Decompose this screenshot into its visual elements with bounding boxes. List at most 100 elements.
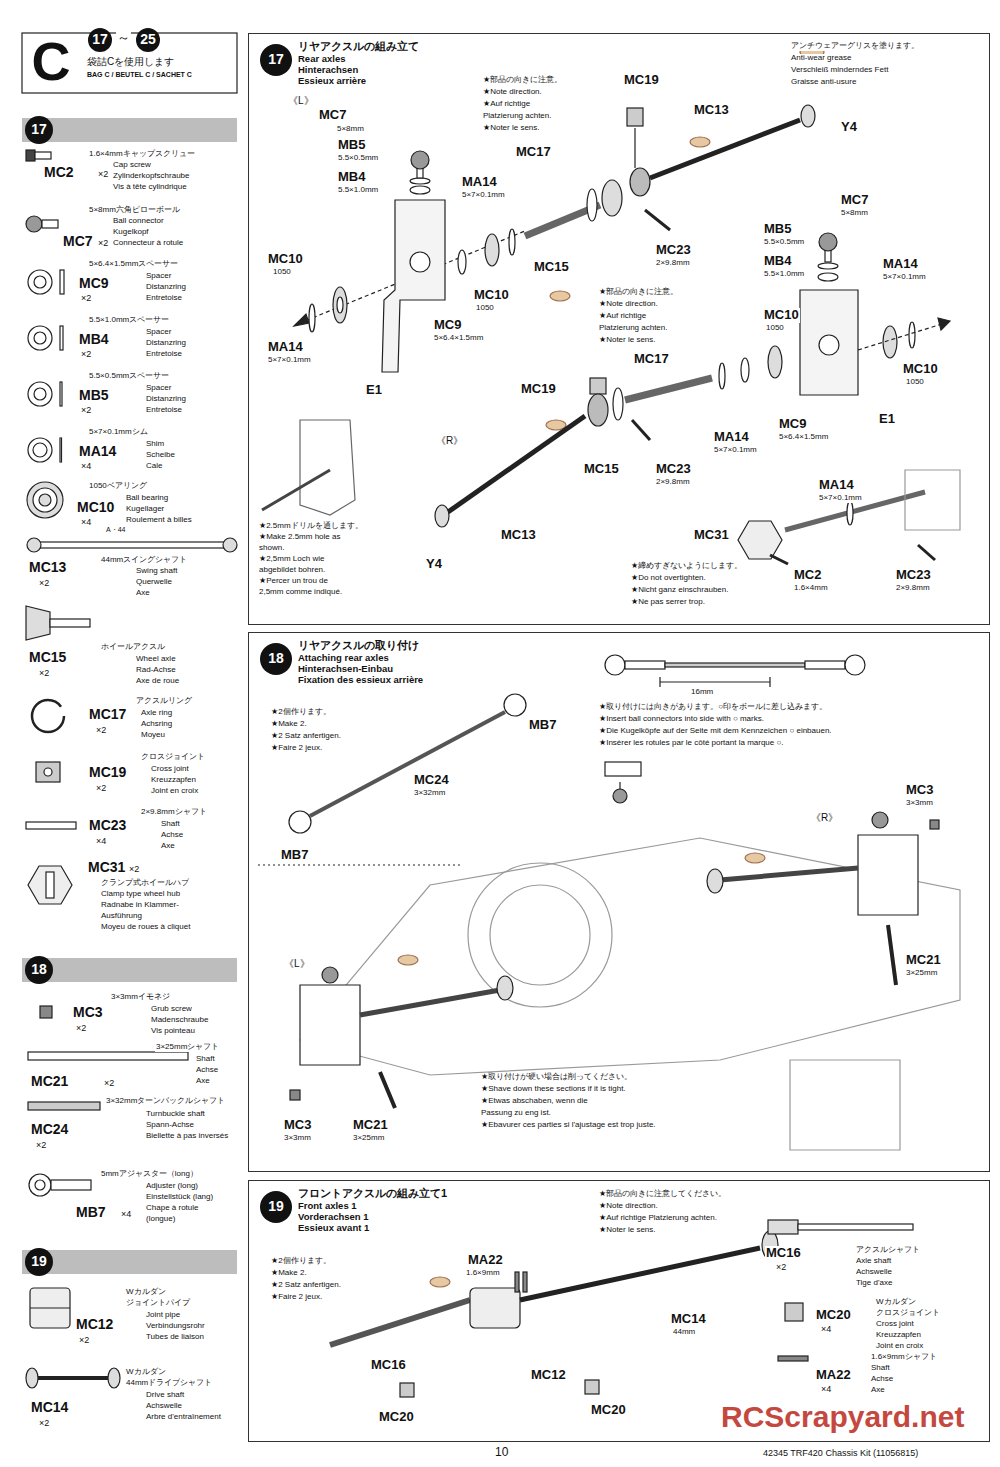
part-icon — [36, 762, 60, 782]
label-text: BAG C / BEUTEL C / SACHET C — [86, 71, 193, 79]
step-title: リヤアクスルの組み立て — [298, 40, 419, 52]
part-code: MB7 — [528, 718, 557, 733]
part-icon — [42, 220, 58, 228]
label-text: 1050ベアリング — [88, 482, 148, 491]
rear-axle-exploded-view — [818, 263, 838, 269]
rear-axle-installation-view — [659, 677, 660, 687]
label-text: ホイールアクスル — [100, 643, 166, 652]
step-number: 25 — [136, 28, 160, 52]
label-text: Verbindungsrohr — [145, 1322, 206, 1331]
part-code: Y4 — [840, 120, 858, 135]
label-text: Shaft — [160, 820, 181, 829]
part-code: MC16 — [765, 1246, 802, 1261]
label-text: Axe de roue — [135, 677, 180, 686]
part-icon — [38, 542, 226, 548]
note-text: ★部品の向きに注意。 — [482, 76, 563, 85]
rear-axle-exploded-view — [645, 210, 670, 230]
label-text: クランプ式ホイールハブ — [100, 879, 190, 888]
label-text: 3×32mm — [413, 789, 446, 798]
note-text: ★Insert ball connectors into side with ○… — [598, 715, 765, 724]
part-icon — [32, 700, 64, 732]
rear-axle-installation-view — [858, 835, 918, 915]
part-code: MC7 — [318, 108, 347, 123]
rear-axle-installation-view — [605, 762, 641, 776]
rear-axle-exploded-view — [550, 291, 570, 301]
part-code: MA14 — [818, 478, 855, 493]
label-text: Spacer — [145, 328, 172, 337]
part-icon — [34, 276, 46, 288]
label-text: 1.6×9mm — [465, 1269, 501, 1278]
part-icon — [35, 152, 51, 159]
rear-axle-installation-view — [300, 985, 360, 1065]
rear-axle-exploded-view — [410, 186, 430, 194]
rear-axle-installation-view — [845, 655, 865, 675]
part-icon — [223, 538, 237, 552]
label-text: Roulement à billes — [125, 516, 193, 525]
label-text: Wカルダン — [875, 1298, 917, 1307]
label-text: Distanzring — [145, 339, 187, 348]
part-code: MC9 — [778, 417, 807, 432]
label-text: Achswelle — [855, 1268, 893, 1277]
part-code: MC2 — [793, 568, 822, 583]
rear-axle-installation-view — [625, 661, 665, 669]
label-text: ×2 — [95, 725, 107, 735]
note-text: ★Do not overtighten. — [630, 574, 707, 583]
note-text: ★2,5mm Loch wie — [258, 555, 325, 564]
label-text: ～ — [116, 31, 131, 46]
label-text: Madenschraube — [150, 1016, 209, 1025]
part-code: MC15 — [28, 650, 67, 666]
part-code: MC3 — [283, 1118, 312, 1133]
rear-axle-installation-view — [290, 1090, 300, 1100]
part-code: MC10 — [76, 500, 115, 516]
label-text: 2×9.8mm — [895, 584, 931, 593]
label-text: ×2 — [128, 864, 140, 874]
rear-axle-installation-view — [888, 925, 896, 985]
part-icon — [28, 382, 52, 406]
part-icon — [60, 326, 63, 350]
step-number-text: 17 — [92, 32, 108, 47]
front-axle-exploded-view — [778, 1356, 808, 1361]
part-code: MC7 — [840, 193, 869, 208]
part-icon — [28, 866, 72, 904]
part-icon — [26, 150, 237, 1388]
part-icon — [26, 150, 35, 161]
rear-axle-exploded-view — [632, 420, 650, 440]
part-code: MC21 — [352, 1118, 389, 1133]
label-text: 5.5×0.5mm — [337, 154, 379, 163]
label-text: Axe — [195, 1077, 211, 1086]
part-code: MC15 — [533, 260, 570, 275]
part-icon — [35, 1180, 45, 1190]
rear-axle-installation-view — [605, 655, 625, 675]
rear-axle-exploded-view — [590, 378, 606, 394]
step-number-text: 18 — [268, 651, 284, 666]
section-letter: C — [32, 32, 71, 91]
note-text: ★取り付けが硬い場合は削ってください。 — [480, 1073, 633, 1082]
rear-axle-installation-view — [660, 681, 770, 682]
part-icon — [27, 482, 63, 518]
label-text: Biellette à pas inversés — [145, 1132, 229, 1141]
rear-axle-exploded-view — [738, 521, 782, 559]
front-axle-exploded-view — [585, 1380, 599, 1394]
label-text: 1.6×4mmキャップスクリュー — [88, 150, 196, 159]
label-text: Vis à tête cylindrique — [112, 183, 188, 192]
rear-axle-exploded-view — [918, 545, 935, 560]
rear-axle-exploded-view — [509, 229, 515, 255]
front-axle-exploded-view — [785, 1303, 803, 1321]
step-number-text: 19 — [31, 1254, 47, 1269]
part-icon — [40, 1006, 52, 1018]
label-text: Scheibe — [145, 451, 176, 460]
rear-axle-exploded-view — [627, 108, 643, 126]
label-text: Tubes de liaison — [145, 1333, 205, 1342]
label-text: A・44 — [105, 526, 126, 534]
label-text: ×2 — [35, 1140, 47, 1150]
part-icon — [38, 1376, 108, 1380]
label-text: Ball connector — [112, 217, 165, 226]
rear-axle-exploded-view — [309, 304, 315, 332]
label-text: Joint pipe — [145, 1311, 181, 1320]
rear-axle-installation-view — [289, 811, 311, 833]
note-text: ★2 Satz anfertigen. — [270, 1281, 342, 1290]
part-code: MC17 — [88, 707, 127, 723]
part-code: MB5 — [78, 388, 110, 404]
part-code: MC14 — [670, 1312, 707, 1327]
part-icon — [26, 216, 42, 232]
